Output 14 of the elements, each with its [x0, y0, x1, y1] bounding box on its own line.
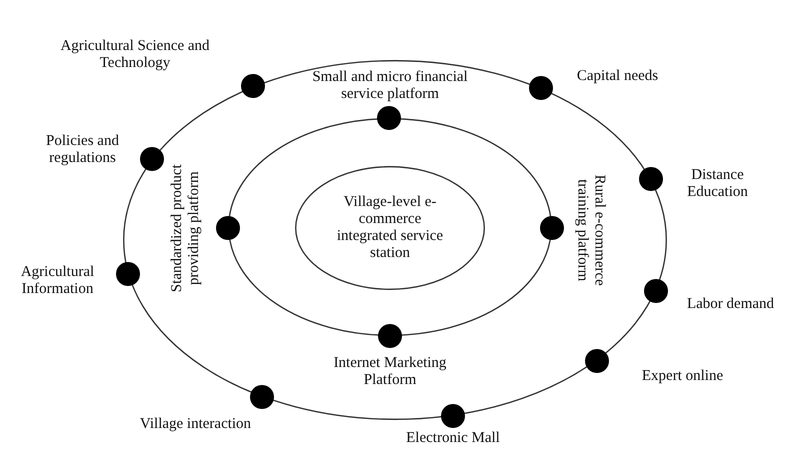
factor-label: Small and micro financial service platform: [311, 68, 469, 104]
factor-label: Agricultural Information: [20, 264, 96, 299]
factor-label: Expert online: [640, 368, 724, 386]
factor-label: Capital needs: [576, 68, 660, 85]
factor-label: Distance Education: [686, 166, 749, 202]
factor-label: Labor demand: [686, 296, 776, 314]
factor-label: Rural e-commerce training platform: [573, 173, 608, 288]
factor-label: Electronic Mall: [405, 430, 501, 448]
factor-label: Internet Marketing Platform: [332, 354, 448, 390]
station-label: Village-level e-commerce integrated service station: [336, 194, 444, 262]
factor-label: Village interaction: [138, 416, 252, 434]
factor-label: Standardized product providing platform: [168, 163, 203, 294]
factor-label: Agricultural Science and Technology: [60, 38, 210, 73]
factor-label: Policies and regulations: [45, 132, 120, 168]
